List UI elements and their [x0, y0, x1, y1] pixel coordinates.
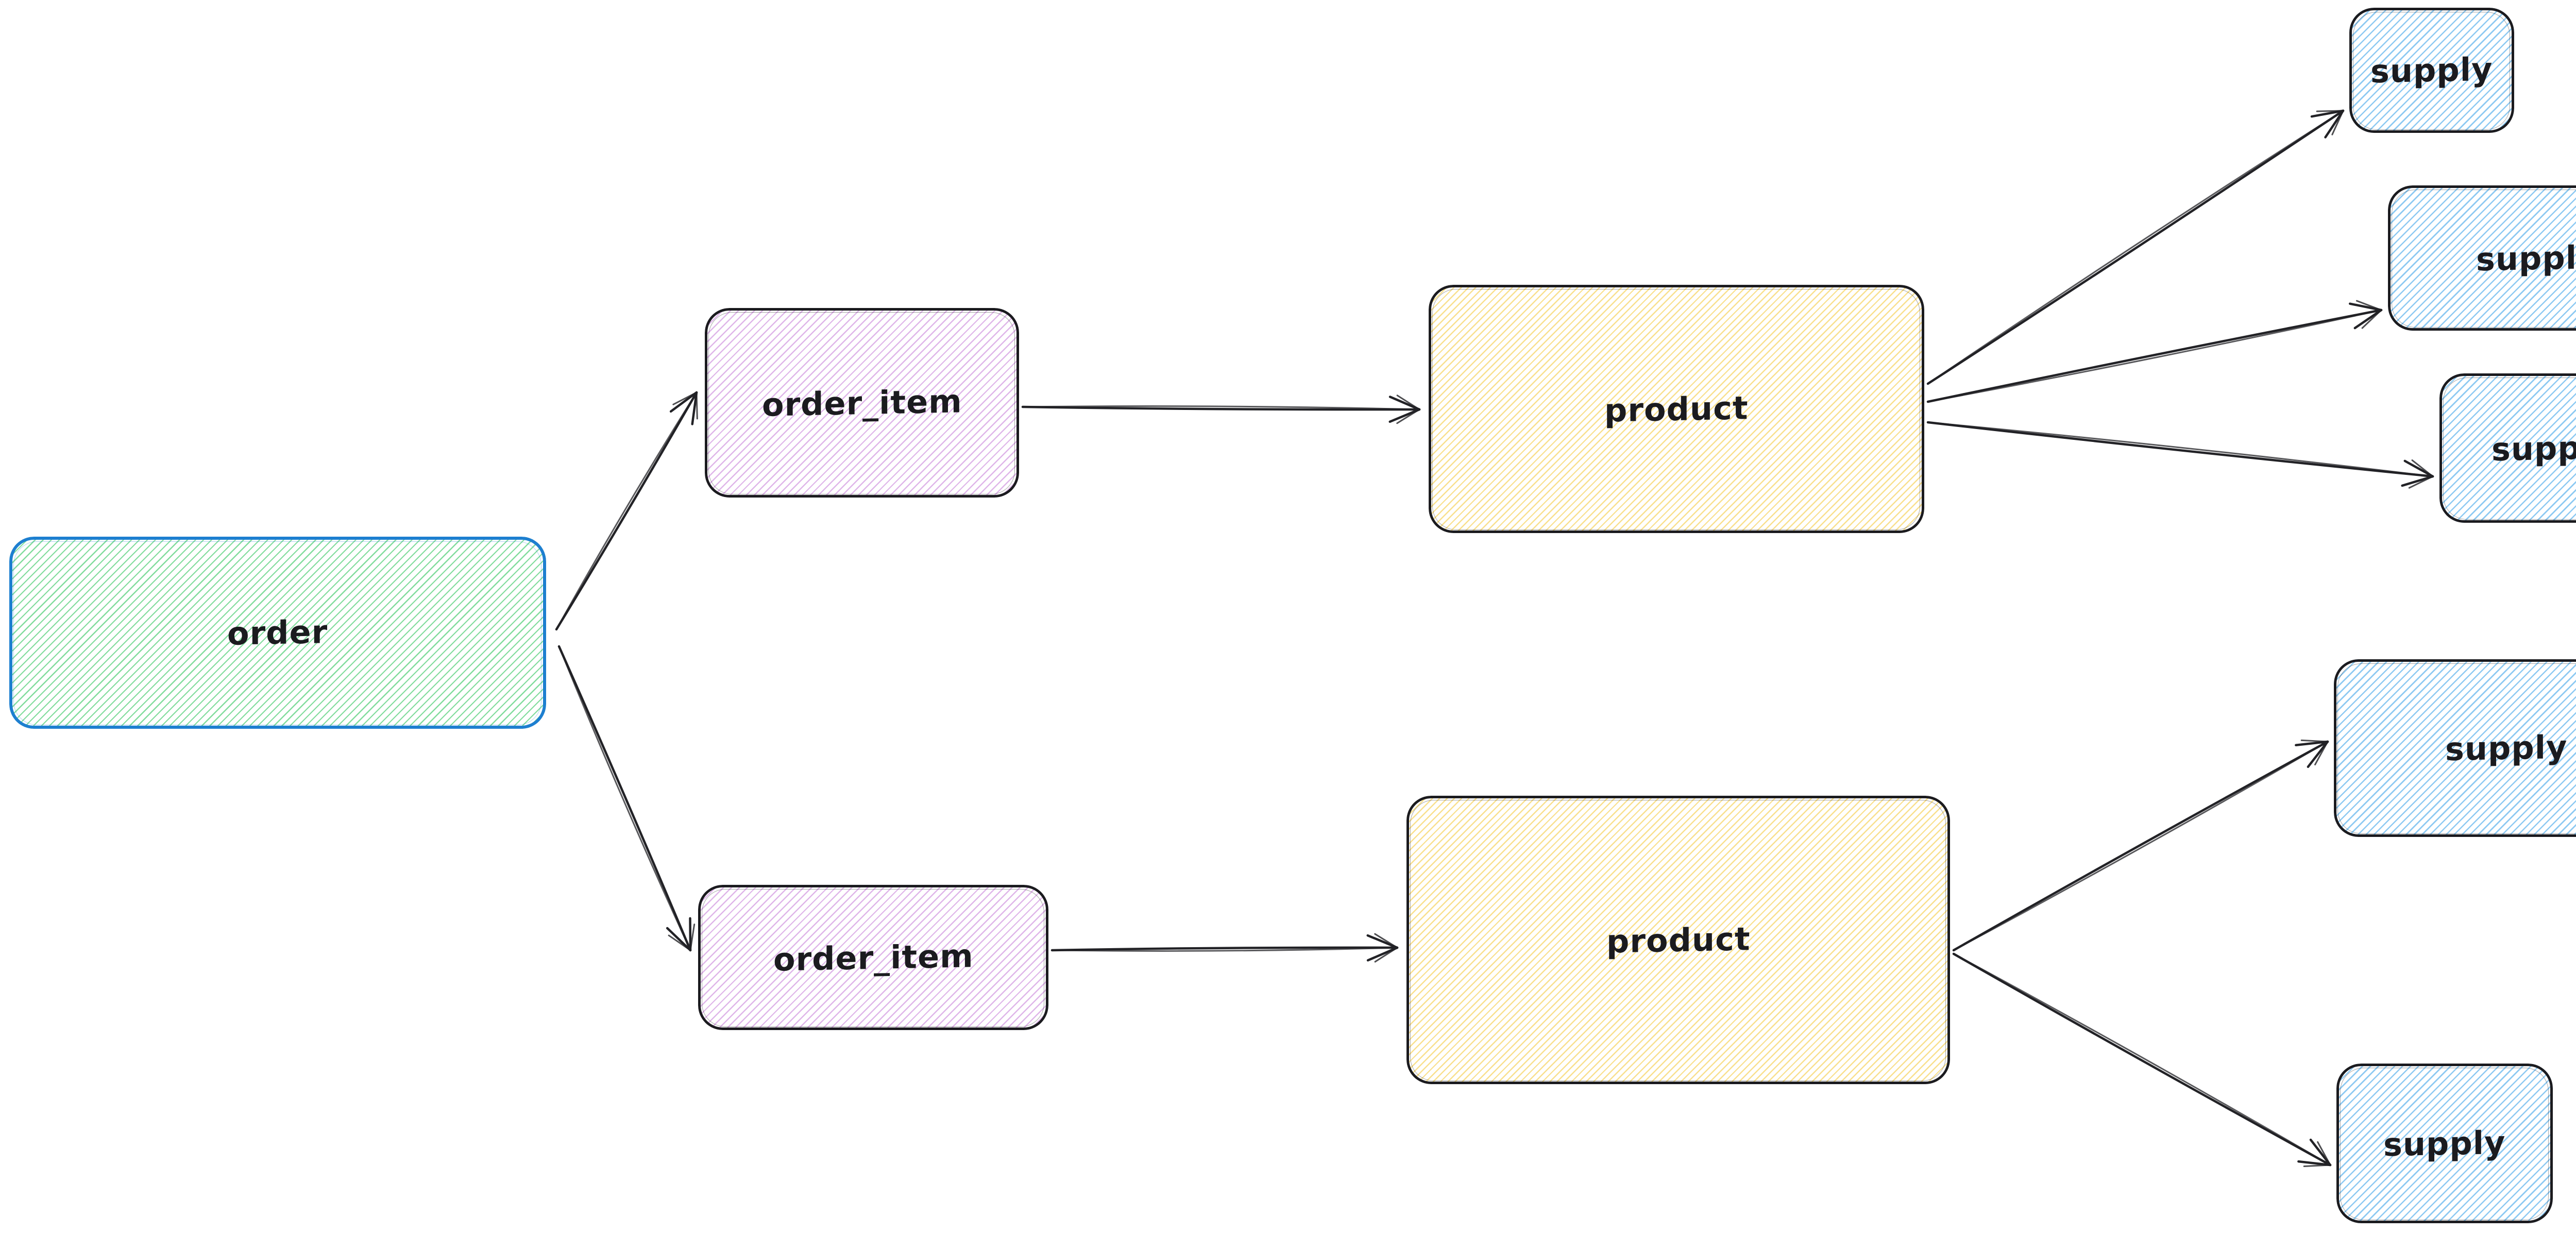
node-label-order_item_2: order_item: [773, 936, 974, 979]
edge-line: [1051, 947, 1398, 952]
edge-line: [1927, 110, 2344, 385]
arrowhead-icon: [2300, 739, 2329, 743]
arrowhead-icon: [668, 934, 691, 951]
node-order_item_1[interactable]: order_item: [705, 308, 1019, 498]
node-supply_3[interactable]: supply: [2439, 373, 2576, 523]
arrowhead-icon: [2403, 459, 2434, 478]
node-order[interactable]: order: [9, 537, 546, 729]
arrowhead-icon: [2310, 109, 2345, 118]
node-fill-order: [9, 537, 546, 729]
node-fill-supply_5: [2336, 1064, 2553, 1223]
node-label-supply_3: supply: [2492, 428, 2576, 468]
edge-line: [1926, 309, 2383, 403]
arrowhead-icon: [672, 391, 698, 405]
node-fill-order_item_1: [705, 308, 1019, 498]
node-label-order_item_1: order_item: [761, 382, 962, 424]
arrowhead-icon: [2295, 740, 2329, 746]
node-product_2[interactable]: product: [1406, 796, 1950, 1084]
arrowhead-icon: [2401, 475, 2434, 487]
edge-order_item_2-to-product_2: [1050, 933, 1399, 963]
edge-line: [1952, 740, 2329, 952]
arrowhead-icon: [1388, 396, 1421, 411]
node-fill-supply_2: [2388, 185, 2576, 331]
node-fill-supply_1: [2349, 8, 2514, 133]
edge-line: [555, 391, 698, 630]
node-label-order: order: [227, 613, 328, 653]
arrowhead-icon: [689, 923, 696, 951]
arrowhead-icon: [1396, 408, 1420, 424]
edge-order-to-order_item_2: [557, 645, 696, 952]
arrowhead-icon: [2408, 475, 2434, 489]
node-label-supply_2: supply: [2476, 238, 2576, 278]
arrowhead-icon: [2317, 1141, 2331, 1166]
node-label-product_1: product: [1604, 388, 1749, 430]
edge-line: [1953, 953, 2331, 1166]
node-label-supply_4: supply: [2445, 728, 2568, 768]
node-product_1[interactable]: product: [1429, 285, 1924, 533]
arrowhead-icon: [1374, 947, 1398, 963]
arrowhead-icon: [1374, 933, 1398, 949]
node-order_item_2[interactable]: order_item: [698, 885, 1048, 1030]
edge-order-to-order_item_1: [555, 391, 698, 631]
node-label-product_2: product: [1606, 919, 1751, 961]
edge-product_1-to-supply_1: [1926, 109, 2345, 385]
arrowhead-icon: [2309, 1138, 2332, 1167]
arrowhead-icon: [2297, 1160, 2332, 1167]
arrowhead-icon: [1396, 395, 1420, 410]
arrowhead-icon: [1388, 408, 1421, 423]
arrowhead-icon: [2307, 740, 2329, 768]
arrowhead-icon: [2324, 109, 2345, 139]
edge-line: [555, 391, 698, 631]
edge-line: [1022, 405, 1420, 410]
edge-line: [558, 645, 691, 951]
arrowhead-icon: [2353, 309, 2383, 330]
node-fill-product_2: [1406, 796, 1950, 1084]
arrowhead-icon: [2361, 309, 2382, 329]
arrowhead-icon: [2411, 459, 2434, 477]
edge-line: [1927, 309, 2382, 403]
edge-line: [1050, 946, 1399, 952]
node-fill-order_item_2: [698, 885, 1048, 1030]
node-supply_2[interactable]: supply: [2388, 185, 2576, 331]
arrowhead-icon: [2331, 110, 2344, 135]
node-supply_5[interactable]: supply: [2336, 1064, 2553, 1223]
edge-product_2-to-supply_4: [1952, 739, 2329, 952]
node-fill-supply_4: [2334, 659, 2576, 837]
node-label-supply_5: supply: [2383, 1123, 2506, 1163]
edge-line: [1927, 421, 2434, 477]
edge-product_2-to-supply_5: [1952, 952, 2332, 1167]
arrowhead-icon: [669, 391, 698, 413]
node-supply_4[interactable]: supply: [2334, 659, 2576, 837]
edge-line: [1021, 405, 1421, 411]
node-label-supply_1: supply: [2370, 50, 2493, 91]
arrowhead-icon: [2348, 302, 2383, 312]
edge-line: [1926, 421, 2434, 478]
arrowhead-icon: [666, 927, 692, 952]
arrowhead-icon: [2314, 741, 2329, 766]
node-fill-product_1: [1429, 285, 1924, 533]
arrowhead-icon: [1366, 946, 1399, 962]
arrowhead-icon: [2303, 1164, 2331, 1167]
edge-line: [1952, 952, 2332, 1167]
arrowhead-icon: [691, 391, 698, 425]
edge-product_1-to-supply_3: [1926, 421, 2434, 489]
edge-product_1-to-supply_2: [1926, 300, 2383, 403]
edge-line: [557, 645, 692, 952]
edge-line: [1926, 109, 2345, 385]
node-supply_1[interactable]: supply: [2349, 8, 2514, 133]
edge-order_item_1-to-product_1: [1021, 395, 1421, 424]
arrowhead-icon: [2355, 300, 2382, 311]
arrowhead-icon: [1366, 934, 1399, 949]
node-fill-supply_3: [2439, 373, 2576, 523]
edge-line: [1953, 741, 2329, 951]
